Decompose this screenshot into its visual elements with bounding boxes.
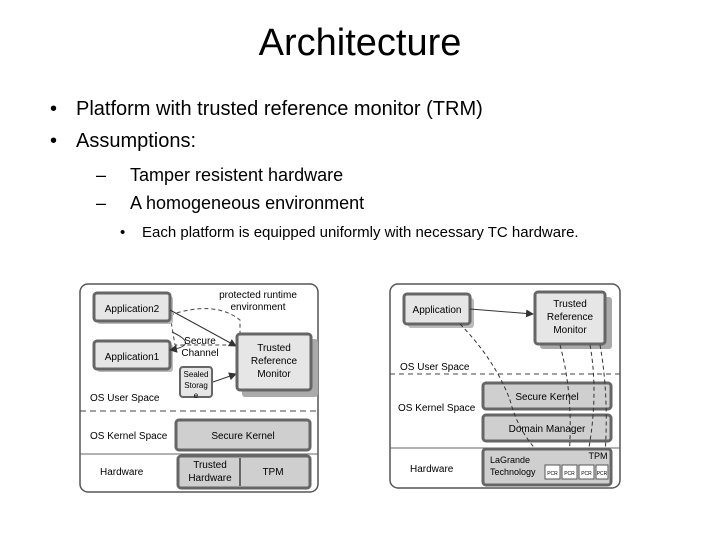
bullet-platform: • Platform with trusted reference monitor… bbox=[50, 98, 483, 121]
sub-sub-bullet-platform: • Each platform is equipped uniformly wit… bbox=[120, 224, 579, 241]
application2-box bbox=[92, 291, 172, 323]
secure-channel-label-1: Secure bbox=[184, 336, 216, 347]
protected-runtime-region bbox=[169, 308, 241, 346]
trm-box bbox=[235, 332, 313, 392]
bullet-assumptions: • Assumptions: bbox=[50, 130, 196, 153]
right-os-kernel-space-label: OS Kernel Space bbox=[398, 403, 476, 414]
application1-label: Application1 bbox=[105, 352, 160, 363]
protected-runtime-label-2: environment bbox=[230, 302, 285, 313]
bullet-text: Platform with trusted reference monitor … bbox=[76, 98, 483, 120]
right-os-user-space-label: OS User Space bbox=[400, 362, 470, 373]
sealed-storage-label-3: e bbox=[194, 391, 199, 400]
sub-bullet-text: Tamper resistent hardware bbox=[130, 165, 344, 185]
trusted-hardware-box bbox=[176, 454, 312, 490]
right-hardware-label: Hardware bbox=[410, 464, 454, 475]
pcr-label-1: PCR bbox=[547, 471, 558, 477]
lagrande-label-1: LaGrande bbox=[490, 455, 530, 465]
sealed-storage-box bbox=[179, 366, 213, 398]
bullet-text: Assumptions: bbox=[76, 130, 197, 152]
pcr-register-4 bbox=[595, 464, 609, 480]
hardware-label: Hardware bbox=[100, 467, 144, 478]
bullet-marker: • bbox=[50, 98, 58, 120]
right-secure-kernel-box bbox=[481, 381, 613, 411]
sub-sub-bullet-text: Each platform is equipped uniformly with… bbox=[142, 224, 579, 241]
protected-runtime-label-1: protected runtime bbox=[219, 290, 297, 301]
dash-marker: – bbox=[96, 193, 107, 213]
sub-bullet-homogeneous: – A homogeneous environment bbox=[96, 193, 364, 214]
sub-bullet-text: A homogeneous environment bbox=[130, 193, 365, 213]
trm-label-3: Monitor bbox=[257, 369, 291, 380]
right-trm-label-1: Trusted bbox=[553, 299, 587, 310]
trusted-hardware-label-2: Hardware bbox=[188, 473, 232, 484]
sub-bullet-tamper: – Tamper resistent hardware bbox=[96, 165, 343, 186]
bullet-marker: • bbox=[50, 130, 58, 152]
pcr-label-4: PCR bbox=[597, 471, 608, 477]
right-trm-label-3: Monitor bbox=[553, 325, 587, 336]
sealed-storage-label-1: Sealed bbox=[184, 370, 209, 379]
application2-label: Application2 bbox=[105, 304, 160, 315]
app2-trm-arrow bbox=[169, 309, 237, 347]
trusted-hardware-label-1: Trusted bbox=[193, 460, 227, 471]
right-trm-box bbox=[533, 290, 607, 346]
os-user-space-label: OS User Space bbox=[90, 393, 160, 404]
domain-manager-box bbox=[481, 413, 613, 443]
domain-manager-label: Domain Manager bbox=[509, 424, 586, 435]
pcr-label-3: PCR bbox=[581, 471, 592, 477]
secure-channel-arrow bbox=[169, 331, 186, 353]
os-kernel-space-label: OS Kernel Space bbox=[90, 431, 168, 442]
sealed-storage-label-2: Storag bbox=[184, 381, 208, 390]
secure-channel-label-2: Channel bbox=[181, 348, 218, 359]
lagrande-label-2: Technology bbox=[490, 467, 536, 477]
secure-kernel-box bbox=[174, 418, 312, 452]
trm-label-2: Reference bbox=[251, 356, 298, 367]
right-tpm-label: TPM bbox=[589, 451, 608, 461]
slide-title: Architecture bbox=[258, 22, 462, 64]
trm-label-1: Trusted bbox=[257, 343, 291, 354]
application1-box bbox=[92, 339, 172, 371]
secure-kernel-label: Secure Kernel bbox=[211, 431, 274, 442]
application-label: Application bbox=[413, 305, 462, 316]
bullet-marker: • bbox=[120, 224, 126, 241]
pcr-register-1 bbox=[544, 464, 561, 480]
app-trm-arrow bbox=[469, 308, 534, 318]
tpm-label: TPM bbox=[262, 467, 283, 478]
right-trm-label-2: Reference bbox=[547, 312, 594, 323]
dash-marker: – bbox=[96, 165, 107, 185]
right-secure-kernel-label: Secure Kernel bbox=[515, 392, 578, 403]
pcr-registers: PCR PCR PCR PCR bbox=[544, 464, 609, 480]
sealed-trm-arrow bbox=[212, 372, 237, 383]
pcr-register-2 bbox=[561, 464, 578, 480]
pcr-label-2: PCR bbox=[564, 471, 575, 477]
pcr-register-3 bbox=[578, 464, 595, 480]
trm-flow-curve-1 bbox=[559, 344, 573, 469]
